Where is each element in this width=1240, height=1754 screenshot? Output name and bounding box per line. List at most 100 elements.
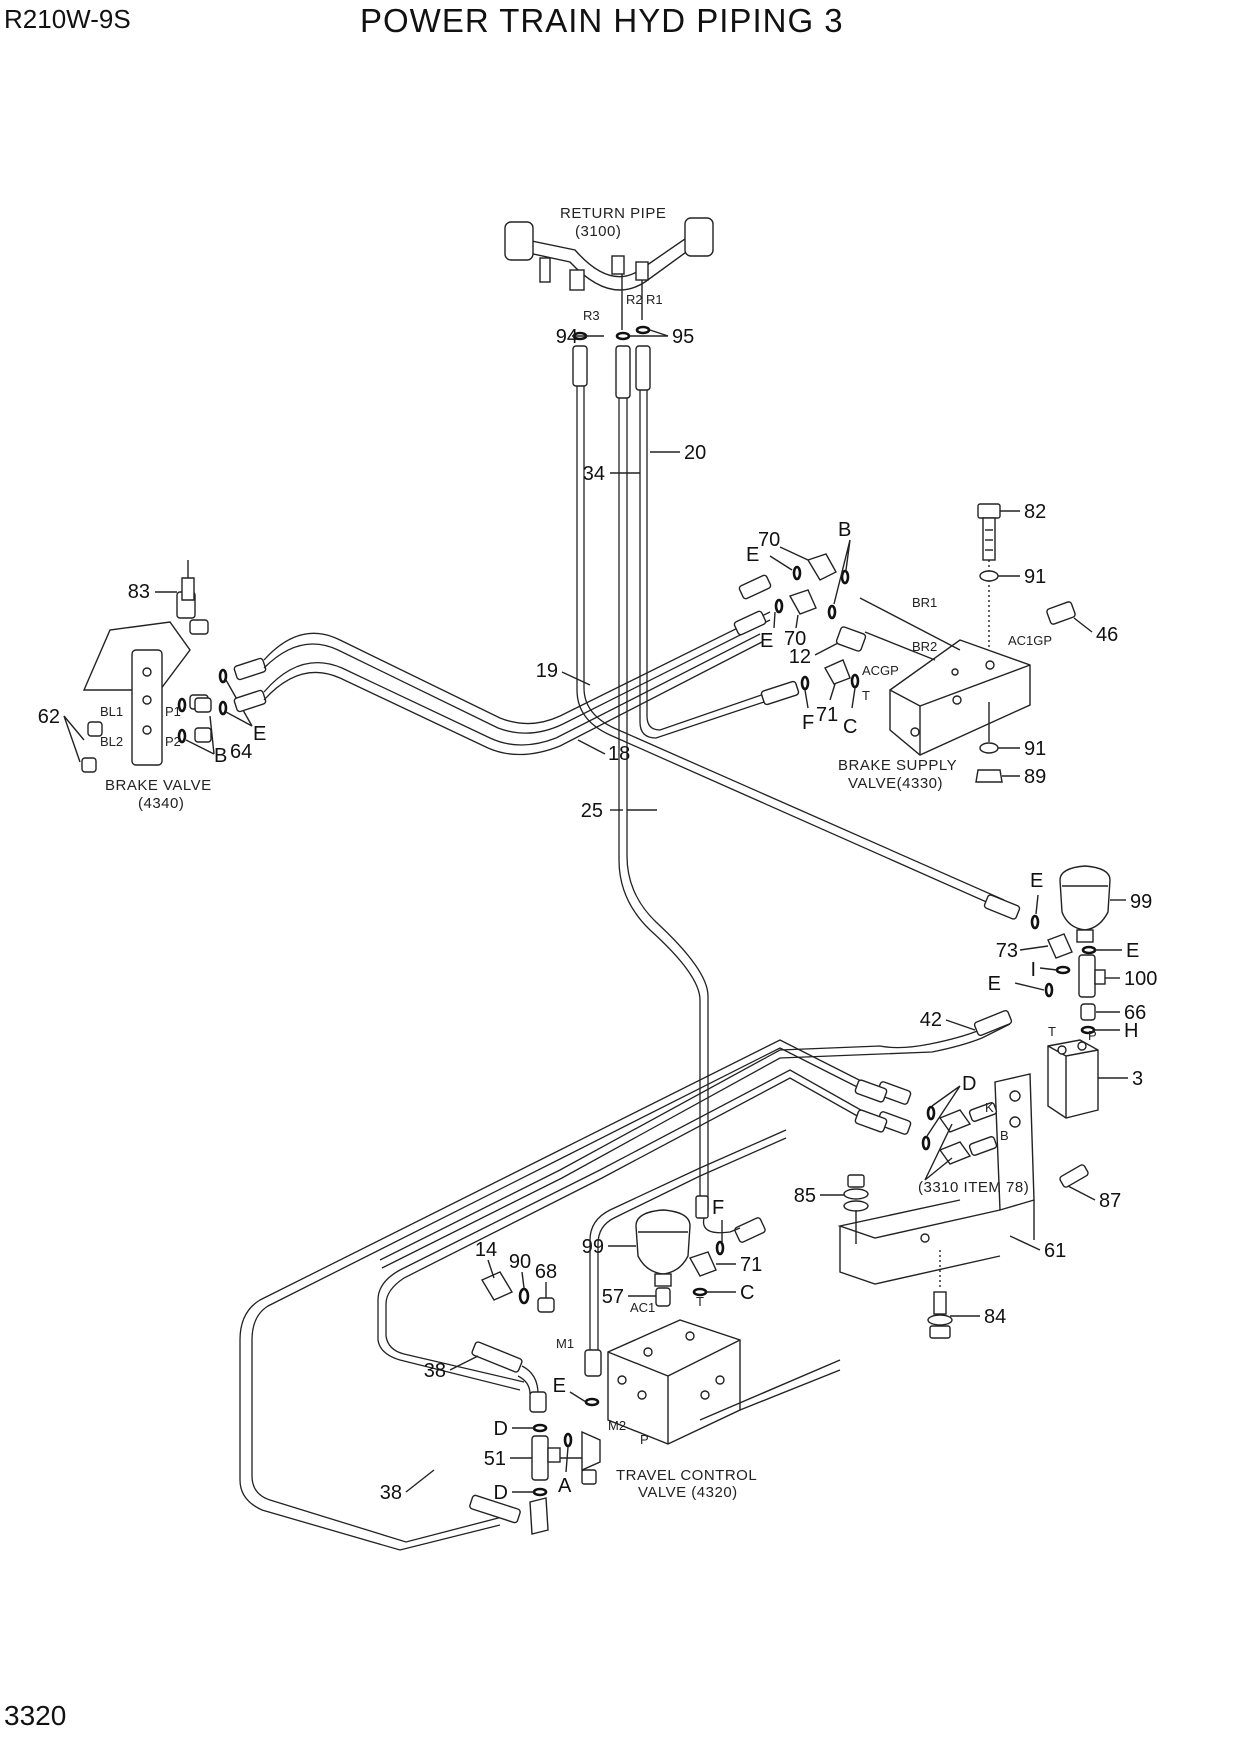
port-k: K (985, 1100, 994, 1115)
port-acgp: ACGP (862, 663, 899, 678)
callout-25: 25 (581, 800, 603, 822)
port-br2: BR2 (912, 639, 937, 654)
model-number: R210W-9S (4, 4, 131, 34)
accumulator-lower (635, 1209, 691, 1287)
callout-95: 95 (672, 326, 694, 348)
callout-14: 14 (475, 1239, 497, 1261)
callout-3: 3 (1132, 1068, 1143, 1090)
callout-84: 84 (984, 1306, 1006, 1328)
callout-51: 51 (484, 1448, 506, 1470)
callout-a: A (558, 1475, 572, 1497)
page-title: POWER TRAIN HYD PIPING 3 (360, 2, 844, 39)
callout-85: 85 (794, 1185, 816, 1207)
callout-42: 42 (920, 1009, 942, 1031)
port-ac1: AC1 (630, 1300, 655, 1315)
callout-f-tcv: F (712, 1197, 724, 1219)
callout-20: 20 (684, 442, 706, 464)
callout-46: 46 (1096, 624, 1118, 646)
brake-supply-ref: VALVE(4330) (848, 775, 943, 792)
port-m2: M2 (608, 1418, 626, 1433)
callout-19: 19 (536, 660, 558, 682)
port-t-acc: T (1048, 1024, 1056, 1039)
callout-68: 68 (535, 1261, 557, 1283)
travel-control-caption: TRAVEL CONTROL (616, 1467, 757, 1484)
item-ref-caption: (3310 ITEM 78) (918, 1179, 1029, 1196)
brake-valve-ref: (4340) (138, 795, 184, 812)
port-m1: M1 (556, 1336, 574, 1351)
callout-12: 12 (789, 646, 811, 668)
callout-e-brake: E (253, 723, 266, 745)
callout-f-bsv: F (802, 712, 814, 734)
callout-d-upper: D (494, 1418, 508, 1440)
callout-90: 90 (509, 1251, 531, 1273)
callout-e-bsv-bottom: E (760, 630, 773, 652)
callout-c-tcv: C (740, 1282, 754, 1304)
port-r1: R1 (646, 292, 663, 307)
valve-block-3 (1047, 1039, 1099, 1119)
callout-94: 94 (556, 326, 578, 348)
accumulator-right (1059, 865, 1111, 943)
port-bl1: BL1 (100, 704, 123, 719)
port-bl2: BL2 (100, 734, 123, 749)
callout-38-lower: 38 (380, 1482, 402, 1504)
port-t-tcv: T (696, 1294, 704, 1309)
port-p1: P1 (165, 704, 181, 719)
callout-100: 100 (1124, 968, 1157, 990)
callout-34: 34 (583, 463, 605, 485)
callout-i: I (1030, 959, 1036, 981)
callout-71-top: 71 (816, 704, 838, 726)
port-r3: R3 (583, 308, 600, 323)
callout-b-brake: B (214, 745, 227, 767)
return-pipe-caption: RETURN PIPE (560, 205, 666, 222)
callout-91-top: 91 (1024, 566, 1046, 588)
vertical-hoses (572, 345, 1005, 1210)
return-pipe-assembly (504, 217, 714, 330)
brake-valve-assembly (81, 560, 209, 773)
callout-e-acc2: E (1126, 940, 1139, 962)
callout-82: 82 (1024, 501, 1046, 523)
callout-e-acc1: E (1030, 870, 1043, 892)
callout-e-tcv: E (553, 1375, 566, 1397)
port-p-tcv: P (640, 1432, 649, 1447)
callout-61: 61 (1044, 1240, 1066, 1262)
hoses-18-19 (233, 574, 772, 756)
page-number: 3320 (4, 1700, 67, 1731)
callout-71-lower: 71 (740, 1254, 762, 1276)
callout-d-lower: D (494, 1482, 508, 1504)
callout-66: 66 (1124, 1002, 1146, 1024)
callout-83: 83 (128, 581, 150, 603)
callout-73: 73 (996, 940, 1018, 962)
callout-57: 57 (602, 1286, 624, 1308)
callout-70-bottom: 70 (784, 628, 806, 650)
callout-e-acc3: E (988, 973, 1001, 995)
port-ac1gp: AC1GP (1008, 633, 1052, 648)
callout-89: 89 (1024, 766, 1046, 788)
port-r2: R2 (626, 292, 643, 307)
brake-valve-caption: BRAKE VALVE (105, 777, 212, 794)
port-p-acc: P (1088, 1028, 1097, 1043)
callout-18: 18 (608, 743, 630, 765)
return-pipe-ref: (3100) (575, 223, 621, 240)
port-p2: P2 (165, 734, 181, 749)
travel-control-ref: VALVE (4320) (638, 1484, 738, 1501)
port-b: B (1000, 1128, 1009, 1143)
callout-e-bsv-top: E (746, 544, 759, 566)
callout-b-bsv: B (838, 519, 851, 541)
callout-70-top: 70 (758, 529, 780, 551)
callout-87: 87 (1099, 1190, 1121, 1212)
port-br1: BR1 (912, 595, 937, 610)
travel-control-valve (607, 1319, 841, 1445)
bracket-61 (837, 1073, 1035, 1285)
brake-supply-caption: BRAKE SUPPLY (838, 757, 957, 774)
callout-c-bsv: C (843, 716, 857, 738)
port-t-bsv: T (862, 688, 870, 703)
callout-d-fittings: D (962, 1073, 976, 1095)
callout-h: H (1124, 1020, 1138, 1042)
callout-91-bottom: 91 (1024, 738, 1046, 760)
brake-supply-valve (889, 639, 1031, 756)
callout-99-right: 99 (1130, 891, 1152, 913)
callout-62: 62 (38, 706, 60, 728)
callout-99-lower: 99 (582, 1236, 604, 1258)
callout-38-upper: 38 (424, 1360, 446, 1382)
